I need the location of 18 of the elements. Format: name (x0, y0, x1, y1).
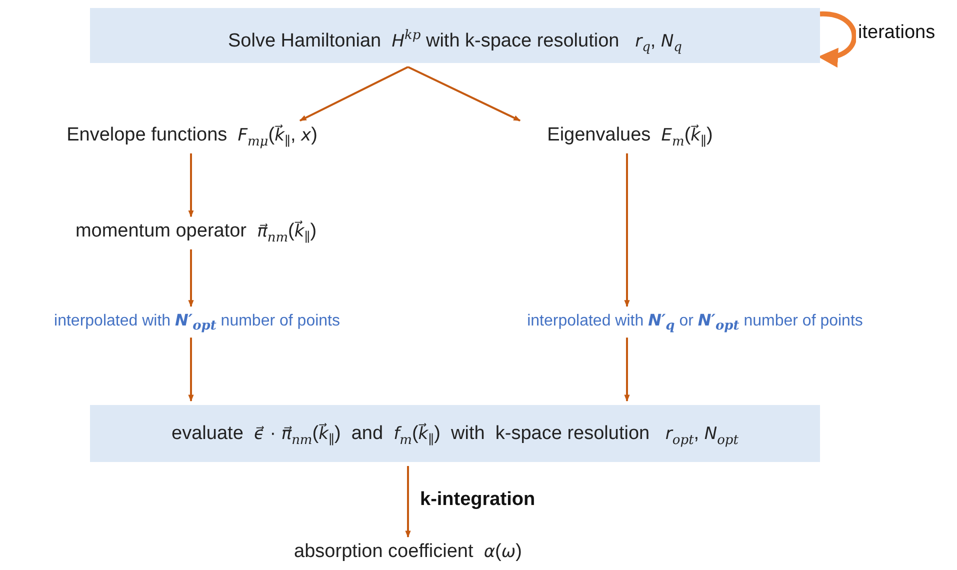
step-text: Eigenvalues E$_{m}$(k⃗$_{∥}$) (547, 124, 713, 150)
arrow (299, 66, 408, 122)
arrow (188, 249, 194, 308)
arrow (408, 66, 521, 122)
step-text: Envelope functions F$_{mμ}$(k⃗$_{∥}$, x) (66, 124, 318, 150)
arrow (818, 12, 857, 66)
arrow (188, 338, 194, 402)
arrow (624, 338, 630, 402)
arrow (188, 153, 194, 218)
arrow (405, 466, 411, 538)
edge-label: iterations (856, 22, 938, 44)
note-text: interpolated with N′$_{opt}$ number of points (54, 310, 340, 334)
step-text: absorption coefficient α(ω) (294, 541, 522, 563)
step-text: momentum operator π⃗$_{nm}$(k⃗$_{∥}$) (75, 220, 317, 246)
process-box: evaluate ϵ⃗ · π⃗$_{nm}$(k⃗$_{∥}$) and f$_{m}$(k⃗$_{∥}$) with k-space resolution r$_{opt}$, N$_{opt}$ (90, 405, 820, 462)
process-box: Solve Hamiltonian H$^{kp}$ with k-space resolution r$_{q}$, N$_{q}$ (90, 8, 820, 63)
arrow (624, 153, 630, 308)
note-text: interpolated with N′$_{q}$ or N′$_{opt}$ number of points (527, 310, 863, 334)
